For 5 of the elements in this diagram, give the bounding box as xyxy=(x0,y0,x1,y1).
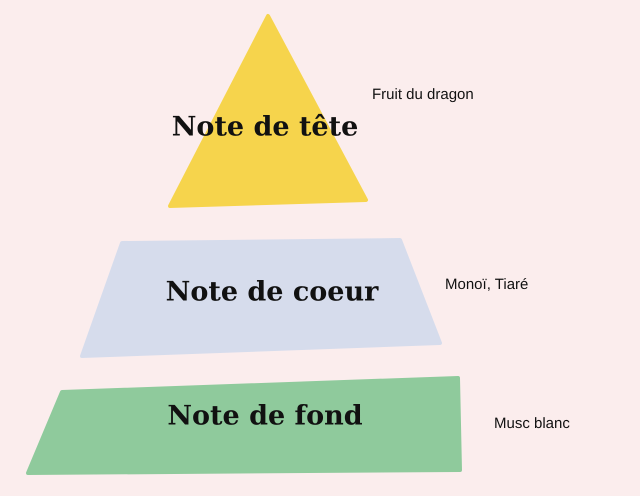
ingredient-text: Monoï, Tiaré xyxy=(445,276,528,293)
tier-title: Note de fond xyxy=(167,400,363,432)
tier-title: Note de coeur xyxy=(166,276,378,308)
ingredient-text: Fruit du dragon xyxy=(372,86,474,103)
ingredient-text: Musc blanc xyxy=(494,415,570,432)
